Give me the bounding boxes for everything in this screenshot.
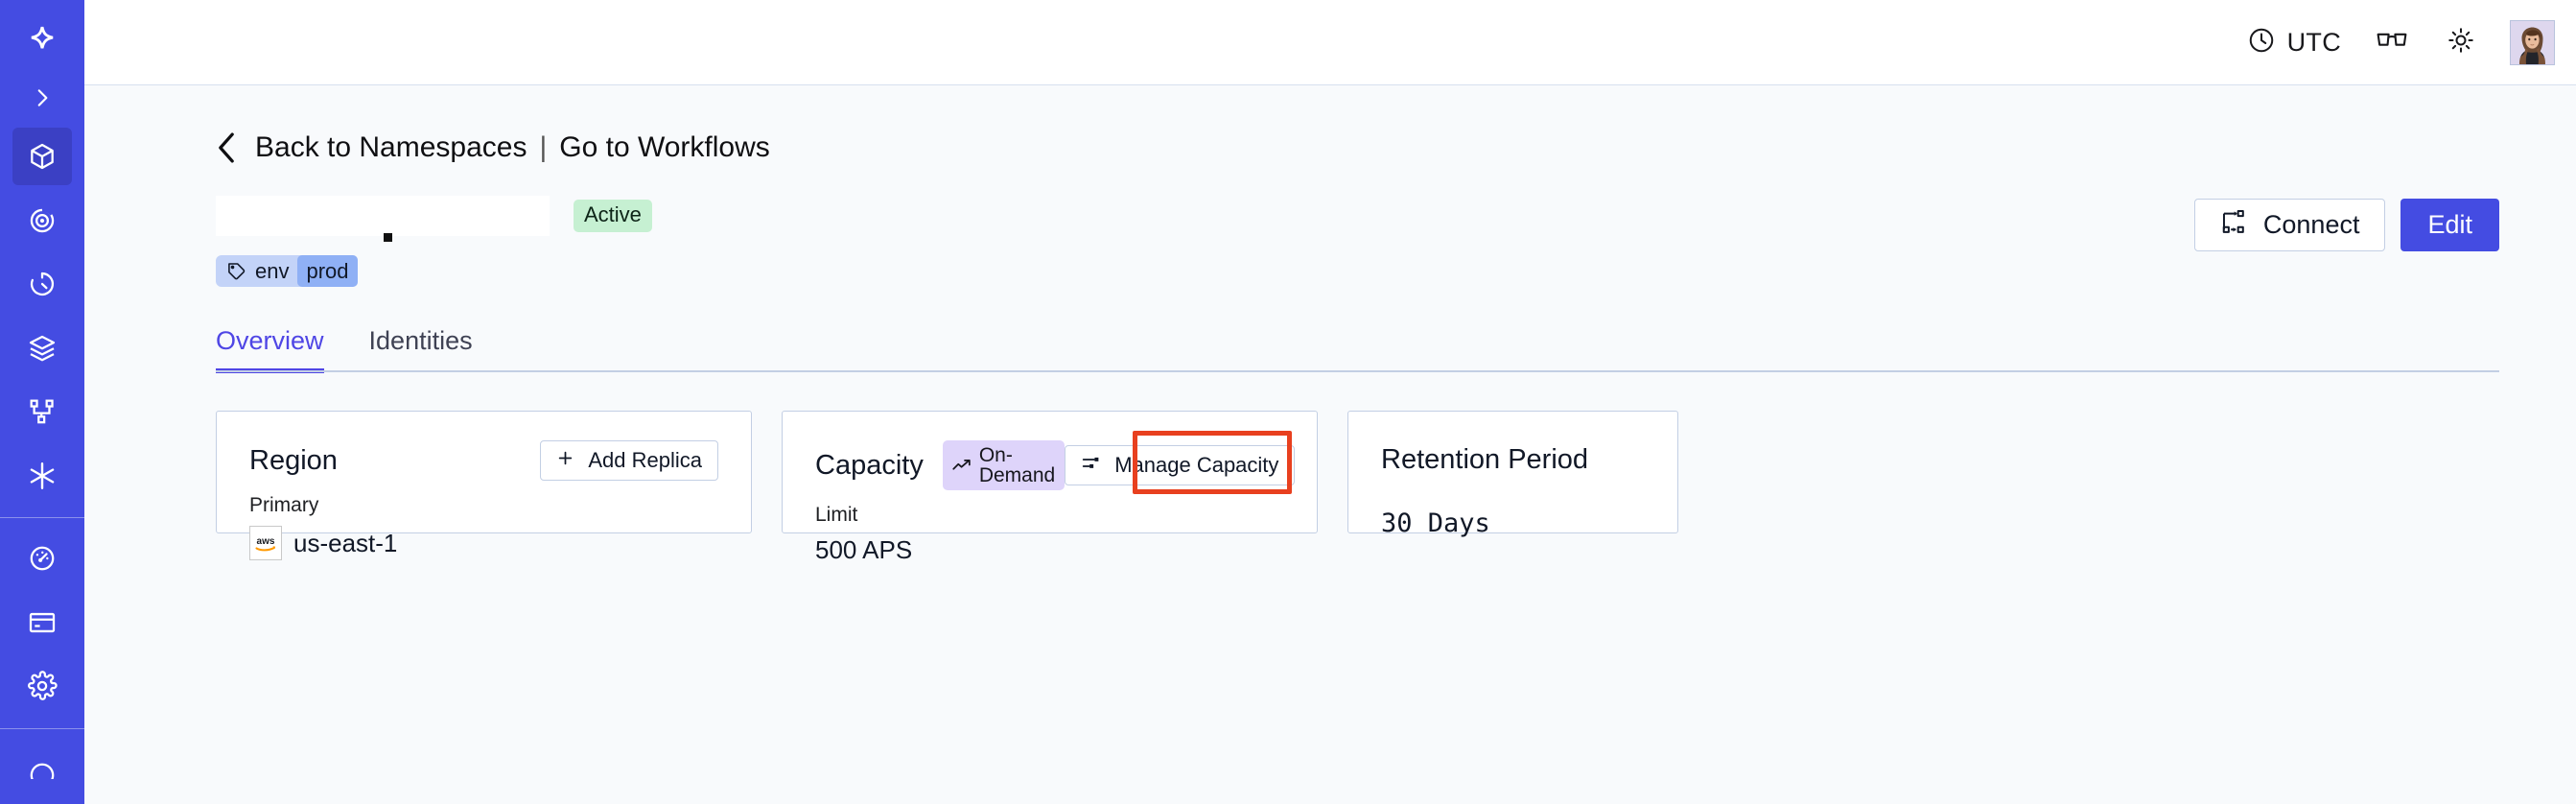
retention-value: 30 Days	[1381, 508, 1490, 538]
trending-up-icon	[952, 456, 972, 476]
sidebar-item-namespaces[interactable]	[12, 127, 72, 186]
connect-workflow-icon	[2220, 208, 2247, 242]
tab-identities[interactable]: Identities	[368, 326, 473, 355]
manage-capacity-button[interactable]: Manage Capacity	[1065, 445, 1296, 485]
region-value: us-east-1	[293, 528, 398, 557]
connect-button[interactable]: Connect	[2193, 199, 2386, 251]
timezone-selector[interactable]: UTC	[2232, 20, 2356, 65]
primary-sidebar	[0, 0, 84, 804]
gear-icon	[27, 671, 58, 701]
credit-card-icon	[27, 607, 58, 638]
sidebar-item-nexus[interactable]	[12, 447, 72, 506]
sidebar-item-help[interactable]	[12, 741, 72, 799]
capacity-card-title: Capacity	[815, 449, 924, 481]
capacity-mode-label: On-Demand	[978, 444, 1056, 486]
status-badge: Active	[574, 200, 652, 232]
temporal-star-logo-icon[interactable]	[10, 10, 75, 68]
breadcrumb: Back to Namespaces | Go to Workflows	[216, 131, 2499, 164]
expand-sidebar-chevron-right-icon[interactable]	[10, 68, 75, 128]
sun-icon	[2447, 26, 2475, 59]
sidebar-item-observability[interactable]	[12, 191, 72, 249]
region-sub-label: Primary	[249, 494, 319, 516]
title-actions: Connect Edit	[2193, 195, 2499, 251]
namespace-title-row: Active env pr	[216, 195, 2499, 287]
breadcrumb-workflows-link[interactable]: Go to Workflows	[559, 131, 770, 163]
capacity-sub-label: Limit	[815, 504, 858, 526]
breadcrumb-separator: |	[539, 131, 548, 163]
tab-bar: Overview Identities	[216, 326, 2499, 373]
sidebar-item-billing[interactable]	[12, 594, 72, 652]
capacity-card: Capacity On-Demand	[782, 411, 1318, 564]
title-redaction-marker	[384, 233, 392, 242]
page-content: Back to Namespaces | Go to Workflows Act…	[84, 85, 2576, 804]
sidebar-item-usage[interactable]	[12, 530, 72, 588]
top-header-bar: UTC	[84, 0, 2576, 85]
capacity-value: 500 APS	[815, 535, 913, 564]
sidebar-item-batch-operations[interactable]	[12, 319, 72, 378]
tag-value: prod	[297, 255, 358, 287]
gauge-icon	[27, 543, 58, 574]
connect-button-label: Connect	[2262, 210, 2360, 239]
namespace-tag[interactable]: env prod	[216, 255, 358, 287]
edit-button-label: Edit	[2427, 210, 2472, 239]
breadcrumb-back-link[interactable]: Back to Namespaces	[255, 131, 527, 163]
add-replica-button[interactable]: Add Replica	[540, 440, 718, 481]
capacity-mode-badge: On-Demand	[942, 440, 1066, 490]
manage-capacity-label: Manage Capacity	[1114, 453, 1279, 477]
sidebar-item-workflows[interactable]	[12, 383, 72, 441]
add-replica-label: Add Replica	[588, 448, 702, 472]
tab-overview[interactable]: Overview	[216, 326, 324, 373]
cube-icon	[27, 141, 58, 172]
target-eye-icon	[27, 205, 58, 236]
svg-text:aws: aws	[257, 536, 275, 547]
help-circle-icon	[27, 760, 58, 779]
aws-logo-icon: aws	[249, 526, 282, 560]
region-card-title: Region	[249, 444, 338, 476]
sidebar-item-settings[interactable]	[12, 657, 72, 716]
clock-icon	[2247, 26, 2276, 59]
tab-bar-rule	[216, 370, 2499, 372]
namespace-title-block: Active env pr	[216, 195, 652, 287]
layers-icon	[27, 333, 58, 364]
theme-toggle-button[interactable]	[2427, 20, 2494, 65]
sidebar-item-schedules[interactable]	[12, 255, 72, 314]
overview-cards: Region Add Replica	[216, 411, 2499, 564]
tag-key: env	[255, 258, 290, 283]
retention-card-title: Retention Period	[1381, 443, 1589, 475]
main-area: UTC	[84, 0, 2576, 804]
page-title	[216, 196, 550, 242]
edit-button[interactable]: Edit	[2400, 199, 2499, 251]
avatar[interactable]	[2510, 19, 2555, 65]
sidebar-divider-top	[0, 517, 84, 519]
plus-icon	[556, 448, 574, 473]
chevron-left-icon[interactable]	[216, 131, 237, 164]
glasses-button[interactable]	[2356, 20, 2427, 65]
tag-icon	[226, 261, 246, 281]
history-timer-icon	[27, 269, 58, 299]
asterisk-icon	[26, 460, 59, 492]
retention-card: Retention Period 30 Days	[1347, 411, 1678, 538]
git-branch-icon	[27, 396, 58, 427]
sidebar-divider-bottom	[0, 727, 84, 729]
glasses-icon	[2376, 26, 2408, 59]
sliders-icon	[1081, 453, 1101, 479]
timezone-label: UTC	[2286, 27, 2341, 57]
region-card: Region Add Replica	[216, 411, 752, 560]
